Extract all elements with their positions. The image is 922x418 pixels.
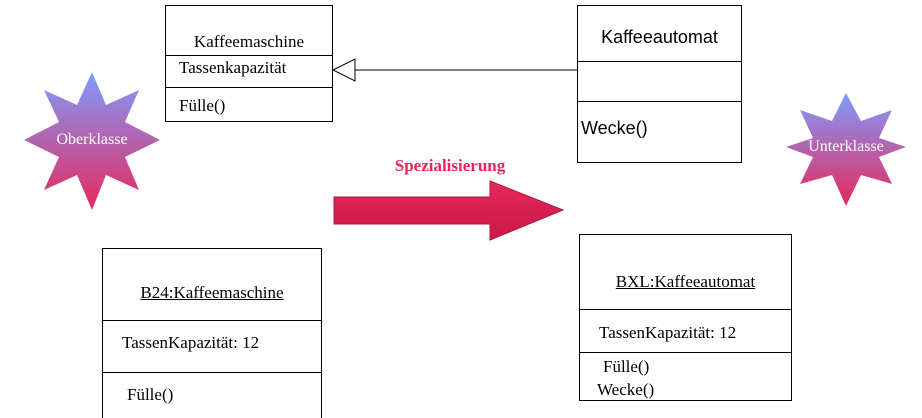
spezialisierung-label: Spezialisierung — [394, 156, 506, 175]
method-fuelle: Fülle() — [179, 96, 226, 115]
divider — [580, 352, 791, 353]
object-attribute-tassenkapazitaet: TassenKapazität: 12 — [122, 333, 260, 352]
divider — [103, 320, 321, 321]
object-b24-kaffeemaschine: B24:Kaffeemaschine TassenKapazität: 12 F… — [102, 248, 322, 418]
divider — [578, 61, 741, 62]
object-method-wecke: Wecke() — [597, 380, 655, 399]
divider — [166, 55, 332, 56]
class-kaffeemaschine: Kaffeemaschine Tassenkapazität Fülle() — [165, 5, 333, 122]
method-wecke: Wecke() — [581, 118, 648, 138]
oberklasse-star — [24, 72, 160, 210]
object-method-fuelle: Fülle() — [127, 385, 174, 404]
diagram-canvas — [24, 58, 906, 241]
object-name-bxl: BXL:Kaffeeautomat — [615, 272, 756, 291]
class-name-kaffeemaschine: Kaffeemaschine — [193, 32, 305, 51]
class-name-kaffeeautomat: Kaffeeautomat — [601, 27, 718, 47]
object-attribute-tassenkapazitaet: TassenKapazität: 12 — [599, 323, 737, 342]
oberklasse-label: Oberklasse — [56, 131, 128, 148]
attribute-tassenkapazitaet: Tassenkapazität — [179, 58, 287, 77]
class-kaffeeautomat: Kaffeeautomat Wecke() — [577, 5, 742, 163]
generalization-arrowhead — [331, 58, 356, 82]
unterklasse-label: Unterklasse — [808, 138, 884, 155]
divider — [103, 372, 321, 373]
object-method-fuelle: Fülle() — [603, 357, 650, 376]
divider — [580, 309, 791, 310]
divider — [578, 101, 741, 102]
unterklasse-star — [786, 93, 906, 206]
divider — [166, 87, 332, 88]
specialization-arrow — [333, 180, 565, 241]
object-name-b24: B24:Kaffeemaschine — [140, 283, 284, 302]
object-bxl-kaffeeautomat: BXL:Kaffeeautomat TassenKapazität: 12 Fü… — [579, 234, 792, 401]
